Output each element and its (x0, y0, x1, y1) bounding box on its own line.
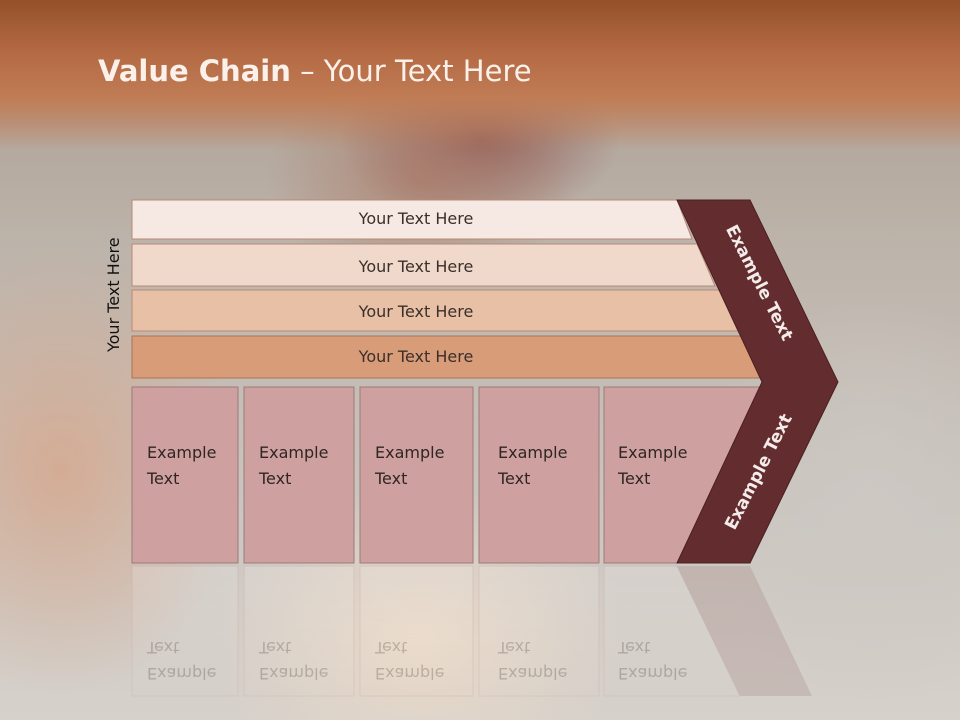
box-3-line2: Text (375, 469, 408, 488)
box-4-shape (478, 386, 600, 564)
box-1-shape (131, 386, 239, 564)
title-rest: – Your Text Here (290, 54, 532, 88)
box-3-shape (359, 386, 474, 564)
band-2-shape (131, 243, 716, 287)
box-1-line1: Example (147, 443, 217, 462)
box-4-line1: Example (498, 443, 568, 462)
box-3-line1: Example (375, 443, 445, 462)
band-4-label: Your Text Here (358, 347, 474, 366)
box-2-shape (243, 386, 355, 564)
title-bar (0, 0, 960, 150)
box-2-line2: Text (259, 469, 292, 488)
band-1-label: Your Text Here (358, 209, 474, 228)
band-1-shape (131, 199, 693, 240)
box-1-line2: Text (147, 469, 180, 488)
box-4-line2: Text (498, 469, 531, 488)
box-2-line1: Example (259, 443, 329, 462)
chevron-shape (676, 199, 839, 564)
slide-title: Value Chain – Your Text Here (98, 54, 532, 88)
reflection-shapes (131, 565, 812, 697)
box-5-line1: Example (618, 443, 688, 462)
band-3-label: Your Text Here (358, 302, 474, 321)
band-2-label: Your Text Here (358, 257, 474, 276)
box-5-line2: Text (618, 469, 651, 488)
title-bold: Value Chain (98, 54, 291, 88)
